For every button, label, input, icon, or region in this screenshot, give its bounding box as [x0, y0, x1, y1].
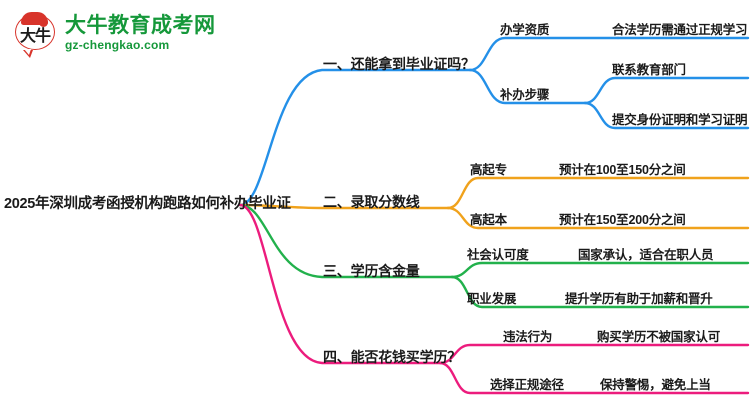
mindmap-branch-4-sub-2-leaf-1[interactable]: 保持警惕，避免上当	[600, 378, 711, 392]
mindmap-branch-4-sub-1[interactable]: 违法行为	[503, 330, 553, 344]
mindmap-branch-3[interactable]: 三、学历含金量	[323, 263, 420, 279]
logo-title: 大牛教育成考网	[65, 13, 216, 37]
mindmap-branch-3-sub-1[interactable]: 社会认可度	[467, 248, 529, 262]
connector-root-to-branch-2	[238, 203, 450, 210]
mindmap-root-node[interactable]: 2025年深圳成考函授机构跑路如何补办毕业证	[4, 196, 291, 212]
connector-sub-2-to-leaf-2	[583, 101, 750, 130]
mindmap-branch-3-sub-2-leaf-1[interactable]: 提升学历有助于加薪和晋升	[565, 292, 713, 306]
connector-branch-2-to-sub-1	[446, 176, 750, 210]
logo-cap-knob-shape	[39, 18, 48, 27]
connector-branch-4-to-sub-1	[438, 343, 750, 365]
logo-mark-text: 大牛	[19, 28, 51, 45]
mindmap-branch-2-sub-1[interactable]: 高起专	[470, 163, 507, 177]
connector-root-to-branch-3	[238, 203, 454, 279]
logo-subtitle: gz-chengkao.com	[65, 37, 170, 52]
connector-root-to-branch-4	[238, 203, 442, 365]
mindmap-branch-4-sub-1-leaf-1[interactable]: 购买学历不被国家认可	[597, 330, 721, 344]
mindmap-branch-1-sub-2[interactable]: 补办步骤	[500, 88, 550, 102]
mindmap-branch-2-sub-2-leaf-1[interactable]: 预计在150至200分之间	[559, 213, 686, 227]
mindmap-branch-3-sub-2[interactable]: 职业发展	[467, 292, 517, 306]
mindmap-branch-1-sub-2-leaf-2[interactable]: 提交身份证明和学习证明	[612, 113, 748, 127]
logo-bubble-tail-inner-shape	[24, 49, 31, 55]
mindmap-branch-1[interactable]: 一、还能拿到毕业证吗？	[323, 56, 475, 72]
mindmap-branch-3-sub-1-leaf-1[interactable]: 国家承认，适合在职人员	[578, 248, 714, 262]
logo-mark-icon: 大牛	[14, 12, 58, 58]
mindmap-branch-1-sub-1[interactable]: 办学资质	[500, 23, 550, 37]
mindmap-branch-1-sub-1-leaf-1[interactable]: 合法学历需通过正规学习	[612, 23, 748, 37]
mindmap-branch-2-sub-2[interactable]: 高起本	[470, 213, 507, 227]
mindmap-branch-2-sub-1-leaf-1[interactable]: 预计在100至150分之间	[559, 163, 686, 177]
mindmap-branch-2[interactable]: 二、录取分数线	[323, 194, 420, 210]
connector-branch-2-to-sub-2	[446, 206, 750, 230]
mindmap-branch-1-sub-2-leaf-1[interactable]: 联系教育部门	[612, 63, 686, 77]
mindmap-branch-4-sub-2[interactable]: 选择正规途径	[490, 378, 564, 392]
connector-branch-1-to-sub-2	[468, 68, 587, 105]
site-logo: 大牛 大牛教育成考网 gz-chengkao.com	[14, 8, 244, 58]
mindmap-branch-4[interactable]: 四、能否花钱买学历？	[323, 349, 461, 365]
connector-branch-3-to-sub-1	[450, 261, 750, 279]
connector-root-to-branch-1	[238, 68, 472, 207]
connector-branch-1-to-sub-1	[468, 36, 620, 72]
logo-text-block: 大牛教育成考网 gz-chengkao.com	[65, 13, 216, 52]
connector-branch-4-to-sub-2	[438, 361, 750, 395]
connector-branch-3-to-sub-2	[450, 275, 750, 309]
connector-sub-2-to-leaf-1	[583, 76, 750, 105]
